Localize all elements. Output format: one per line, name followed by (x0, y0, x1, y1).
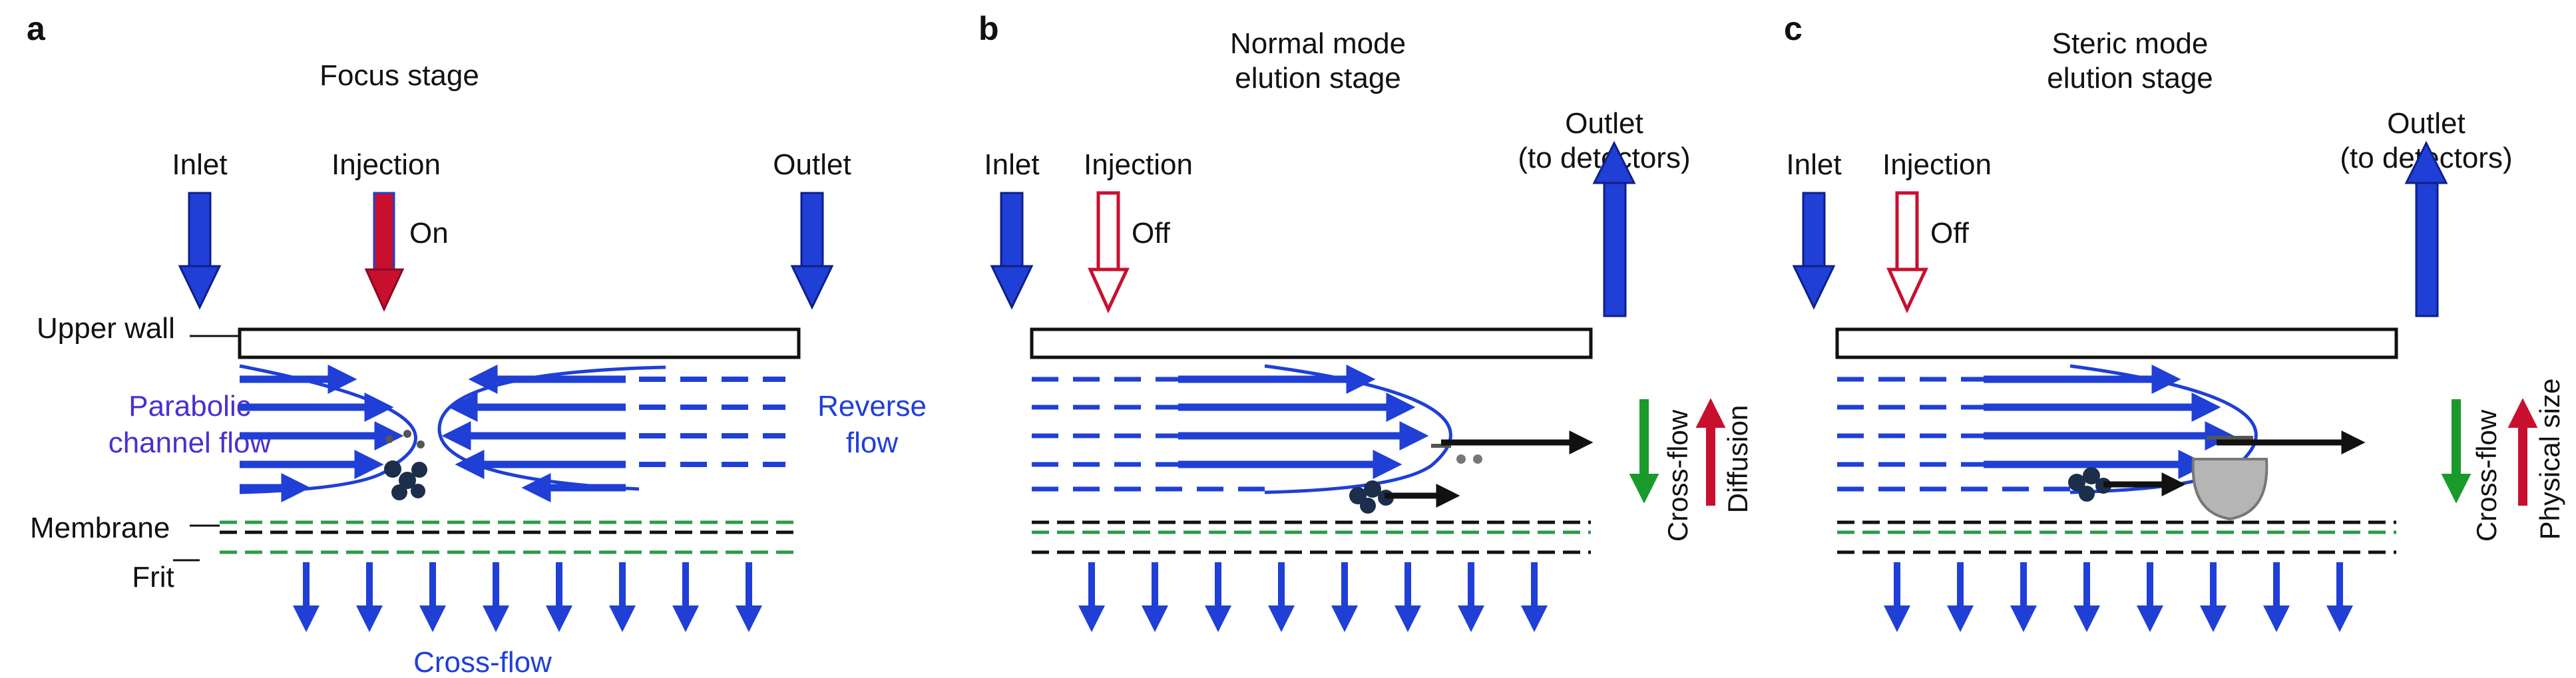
panel-c: c Steric mode elution stage Inlet Inject… (1784, 10, 2565, 632)
panel-title-line-2: elution stage (1235, 62, 1401, 94)
small-particles (2068, 467, 2186, 502)
outlet-label-line-1: Outlet (1565, 107, 1643, 140)
parabolic-flow-profile (1837, 364, 2258, 494)
cross-flow-vertical-label: Cross-flow (2471, 409, 2502, 542)
inlet-label: Inlet (172, 148, 227, 181)
outlet-arrow-up (1592, 140, 1636, 317)
cross-flow-arrows (293, 562, 762, 632)
injection-state-label: Off (1930, 217, 1970, 250)
small-particles (1431, 430, 1594, 464)
injection-state-label: Off (1132, 217, 1171, 250)
panel-a: a Focus stage Inlet Injection On Outlet … (27, 10, 927, 678)
outlet-arrow-up (2404, 140, 2448, 317)
upper-wall (238, 327, 801, 359)
large-particle (2191, 430, 2366, 521)
reverse-flow-label-2: flow (846, 426, 898, 459)
large-particles (1349, 480, 1460, 514)
panel-title-line-1: Focus stage (320, 59, 479, 92)
inlet-arrow (1792, 192, 1836, 310)
outlet-label-line-1: Outlet (2387, 107, 2465, 140)
panel-title-line-2: elution stage (2047, 62, 2213, 94)
injection-label: Injection (1084, 148, 1193, 181)
parabolic-flow-profile (239, 364, 417, 502)
parabolic-flow-label-2: channel flow (108, 426, 272, 459)
cross-flow-label: Cross-flow (413, 646, 552, 678)
cross-flow-vertical-label: Cross-flow (1662, 409, 1693, 542)
injection-arrow-off (1886, 191, 1928, 314)
outlet-label: Outlet (773, 148, 851, 181)
upper-wall (1835, 327, 2398, 359)
outlet-arrow (790, 192, 834, 310)
panel-title-line-1: Steric mode (2052, 27, 2209, 60)
inlet-arrow (178, 192, 222, 310)
parabolic-flow-profile (1032, 364, 1452, 494)
injection-label: Injection (331, 148, 441, 181)
injection-arrow (364, 192, 405, 312)
frit-label: Frit (132, 561, 174, 593)
inlet-label: Inlet (1786, 148, 1841, 181)
sample-particles (384, 430, 427, 500)
panel-b: b Normal mode elution stage Inlet Inject… (978, 10, 1753, 632)
panel-title-line-1: Normal mode (1230, 27, 1406, 60)
reverse-flow-profile (437, 365, 785, 502)
injection-state-label: On (409, 217, 449, 250)
inlet-arrow (990, 192, 1034, 310)
membrane-label: Membrane (30, 512, 170, 544)
physical-size-label: Physical size (2534, 379, 2565, 540)
panel-letter: b (978, 10, 999, 47)
upper-wall (1030, 327, 1593, 359)
injection-label: Injection (1882, 148, 1992, 181)
upper-wall-label: Upper wall (37, 312, 175, 345)
parabolic-flow-label-1: Parabolic (128, 390, 250, 423)
cross-flow-arrows (1884, 562, 2353, 632)
panel-letter: a (27, 10, 46, 47)
inlet-label: Inlet (984, 148, 1039, 181)
cross-flow-arrows (1078, 562, 1548, 632)
reverse-flow-label-1: Reverse (817, 390, 927, 423)
panel-letter: c (1784, 10, 1803, 47)
injection-arrow-off (1088, 191, 1130, 314)
diffusion-label: Diffusion (1722, 405, 1753, 514)
